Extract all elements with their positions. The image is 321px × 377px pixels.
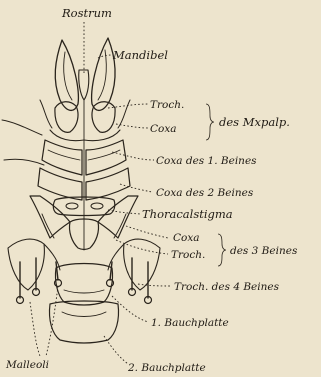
labels: Rostrum Mandibel Troch. Coxa des Mxpalp.… — [5, 6, 298, 374]
label-mandibel: Mandibel — [112, 48, 168, 62]
label-des-3-beines: des 3 Beines — [230, 245, 298, 257]
label-thoracalstigma: Thoracalstigma — [142, 207, 233, 221]
mite-drawing — [2, 22, 160, 343]
label-bauchplatte-1: 1. Bauchplatte — [151, 317, 229, 329]
label-coxa-1: Coxa des 1. Beines — [156, 155, 257, 167]
label-coxa-3: Coxa — [173, 232, 200, 244]
label-rostrum: Rostrum — [61, 6, 112, 20]
label-coxa-2: Coxa des 2 Beines — [156, 187, 254, 199]
label-des-mxpalp: des Mxpalp. — [219, 115, 290, 129]
label-bauchplatte-2: 2. Bauchplatte — [127, 362, 206, 374]
label-malleoli: Malleoli — [5, 359, 49, 371]
label-troch-4: Troch. des 4 Beines — [174, 281, 280, 293]
label-troch-3: Troch. — [171, 249, 205, 261]
label-troch-mxpalp: Troch. — [150, 99, 184, 111]
label-coxa-mxpalp: Coxa — [150, 123, 177, 135]
